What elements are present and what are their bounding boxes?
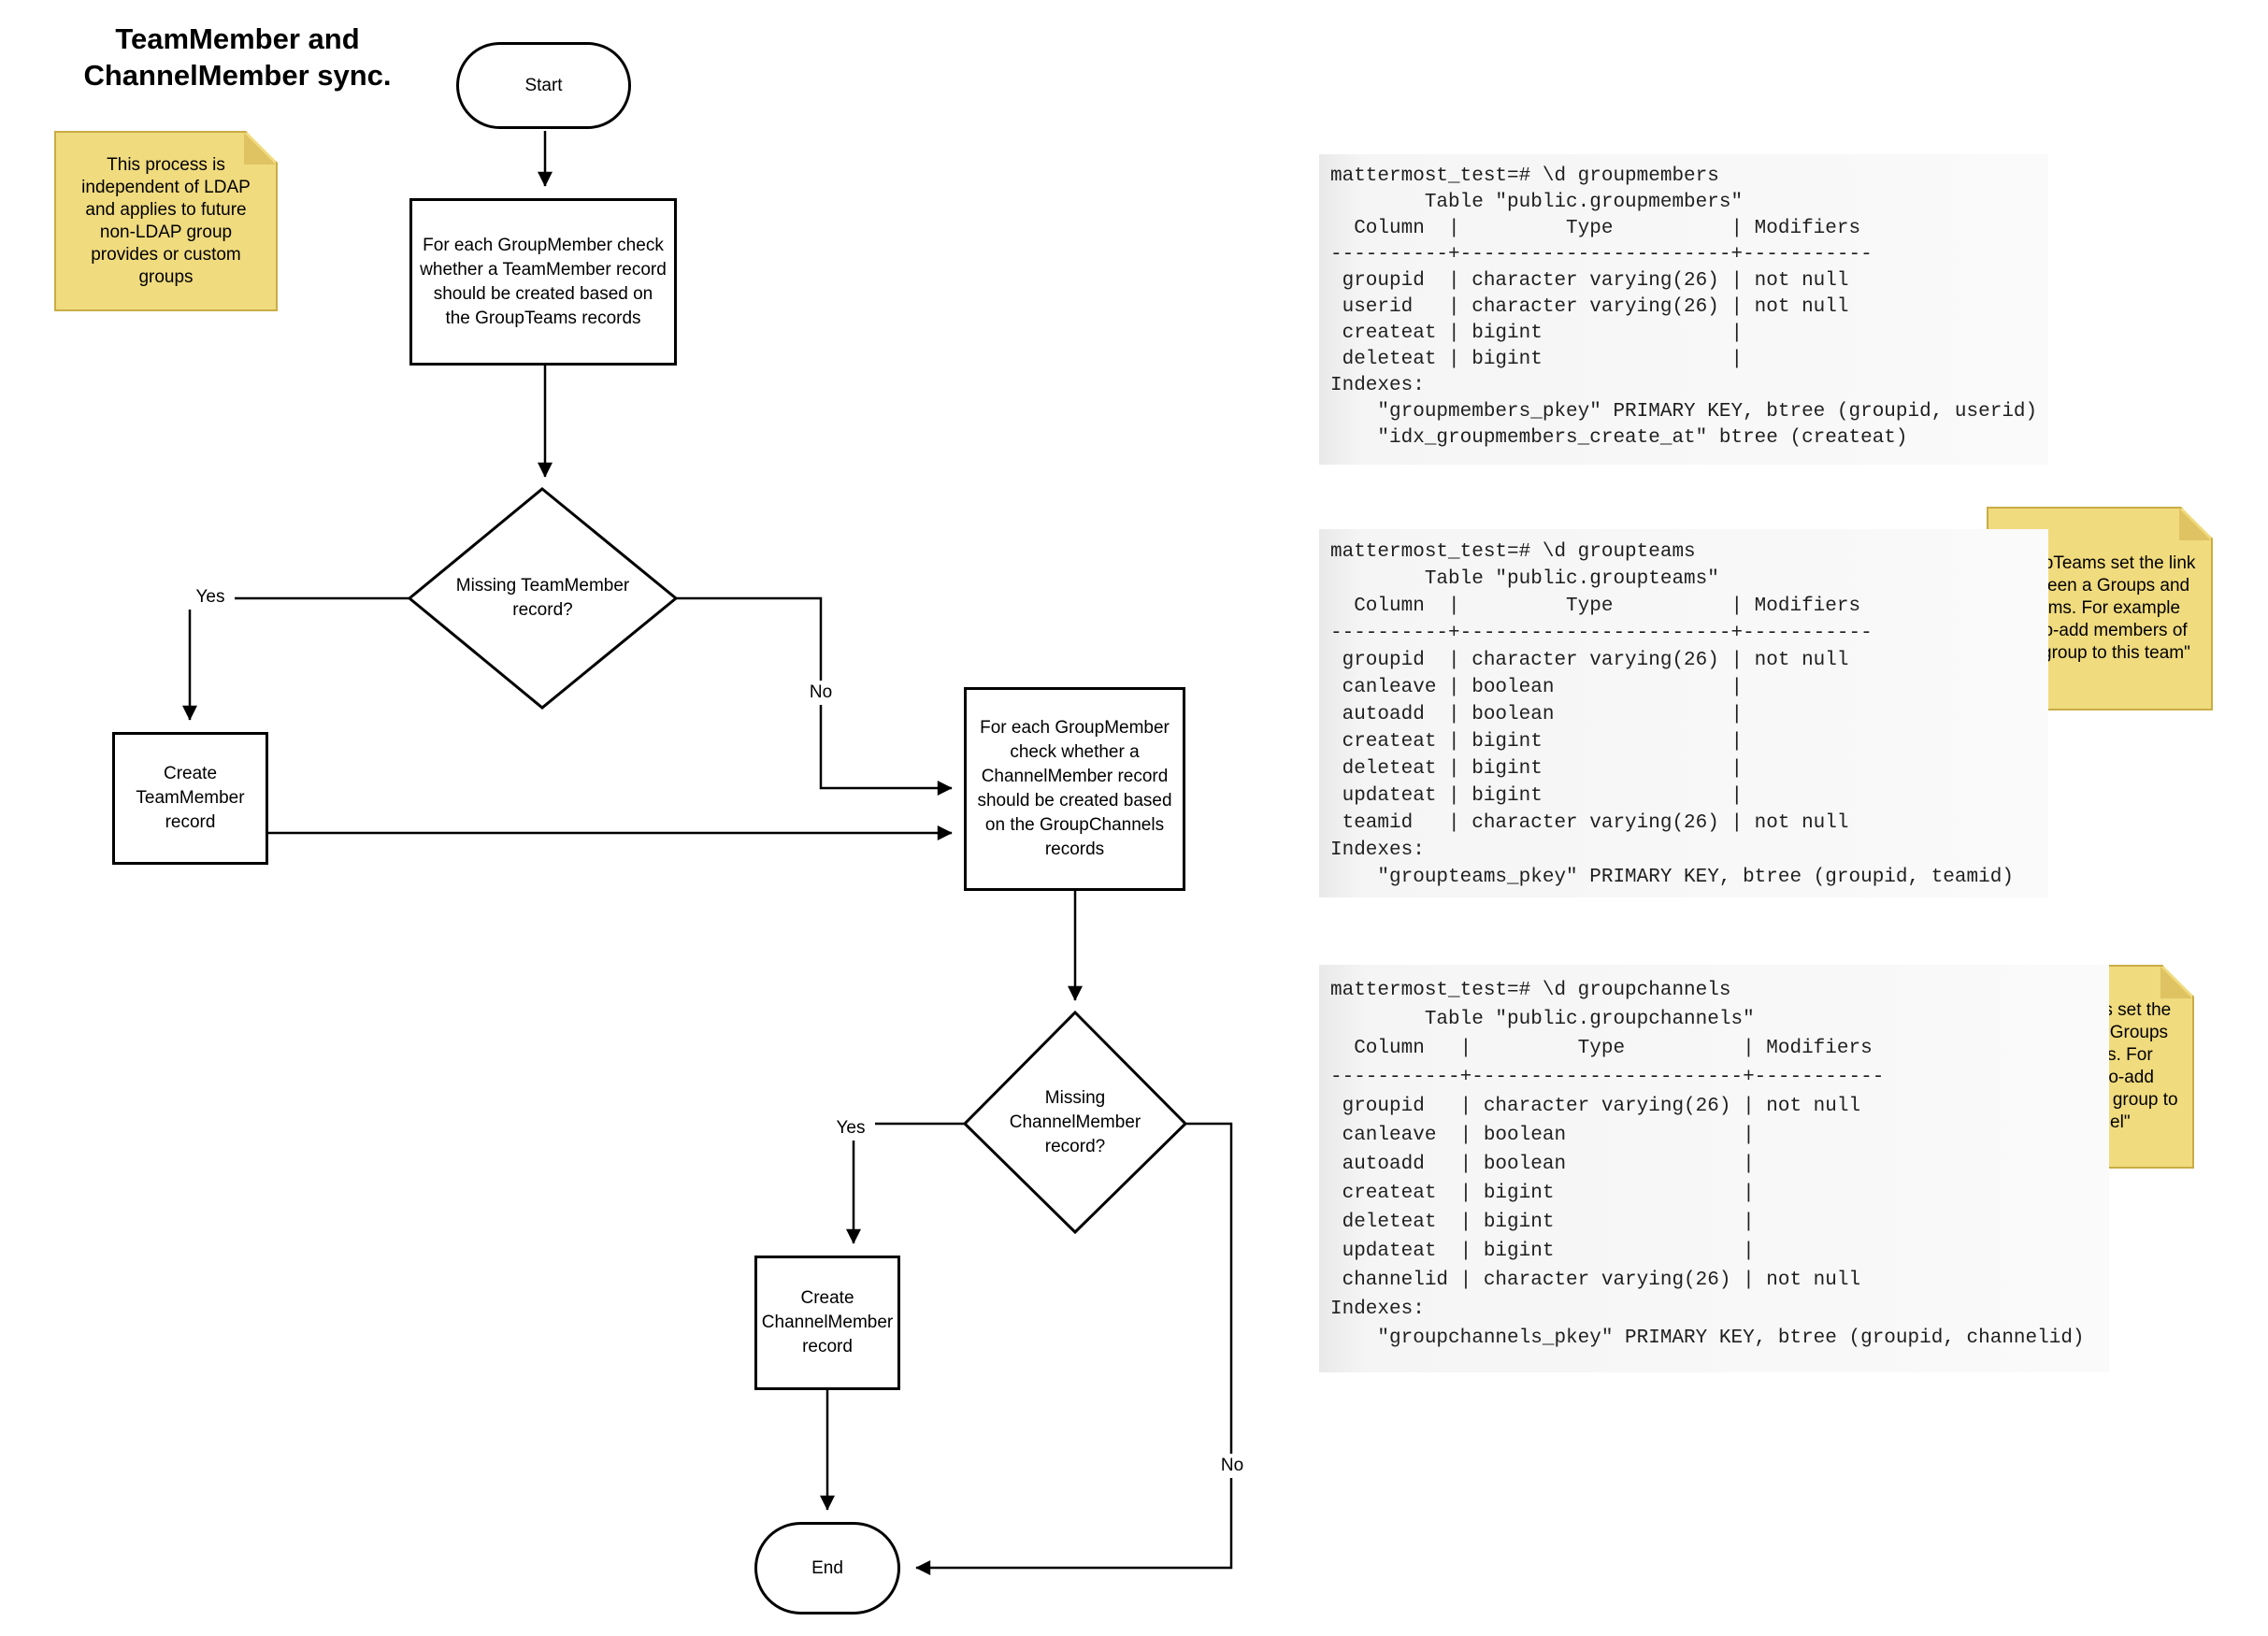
decision-channel-diamond bbox=[962, 1010, 1188, 1235]
process-create-team-member: Create TeamMember record bbox=[112, 732, 268, 865]
start-terminal: Start bbox=[456, 42, 631, 129]
diagram-title: TeamMember and ChannelMember sync. bbox=[83, 22, 392, 92]
edge-label-yes-team: Yes bbox=[186, 585, 235, 610]
create-team-member-label: Create TeamMember record bbox=[136, 764, 245, 832]
end-terminal: End bbox=[754, 1522, 900, 1614]
start-label: Start bbox=[524, 75, 563, 95]
process-team-check: For each GroupMember check whether a Tea… bbox=[409, 198, 677, 366]
edge-label-no-team: No bbox=[797, 681, 845, 705]
edge-yes-to-create-team bbox=[182, 596, 409, 721]
edge-label-no-channel: No bbox=[1208, 1454, 1256, 1478]
edge-yes-to-create-channel bbox=[846, 1122, 965, 1244]
decision-team-diamond bbox=[407, 487, 679, 710]
sticky-note-text: GroupTeams set the link between a Groups… bbox=[2003, 553, 2196, 663]
edge-no-to-end bbox=[915, 1122, 1233, 1575]
end-label: End bbox=[811, 1557, 843, 1578]
create-channel-member-label: Create ChannelMember record bbox=[761, 1288, 894, 1356]
sticky-note-ldap: This process is independent of LDAP and … bbox=[54, 131, 278, 311]
psql-output-groupchannels: mattermost_test=# \d groupchannels Table… bbox=[1319, 965, 2109, 1372]
edge-label-yes-channel: Yes bbox=[826, 1116, 875, 1141]
process-channel-check-label: For each GroupMember check whether a Cha… bbox=[977, 718, 1172, 859]
process-team-check-label: For each GroupMember check whether a Tea… bbox=[420, 235, 667, 328]
psql-output-groupteams: mattermost_test=# \d groupteams Table "p… bbox=[1319, 529, 2048, 897]
sticky-note-text: This process is independent of LDAP and … bbox=[81, 154, 251, 287]
psql-output-groupmembers: mattermost_test=# \d groupmembers Table … bbox=[1319, 154, 2048, 465]
process-channel-check: For each GroupMember check whether a Cha… bbox=[964, 687, 1185, 891]
process-create-channel-member: Create ChannelMember record bbox=[754, 1256, 900, 1390]
